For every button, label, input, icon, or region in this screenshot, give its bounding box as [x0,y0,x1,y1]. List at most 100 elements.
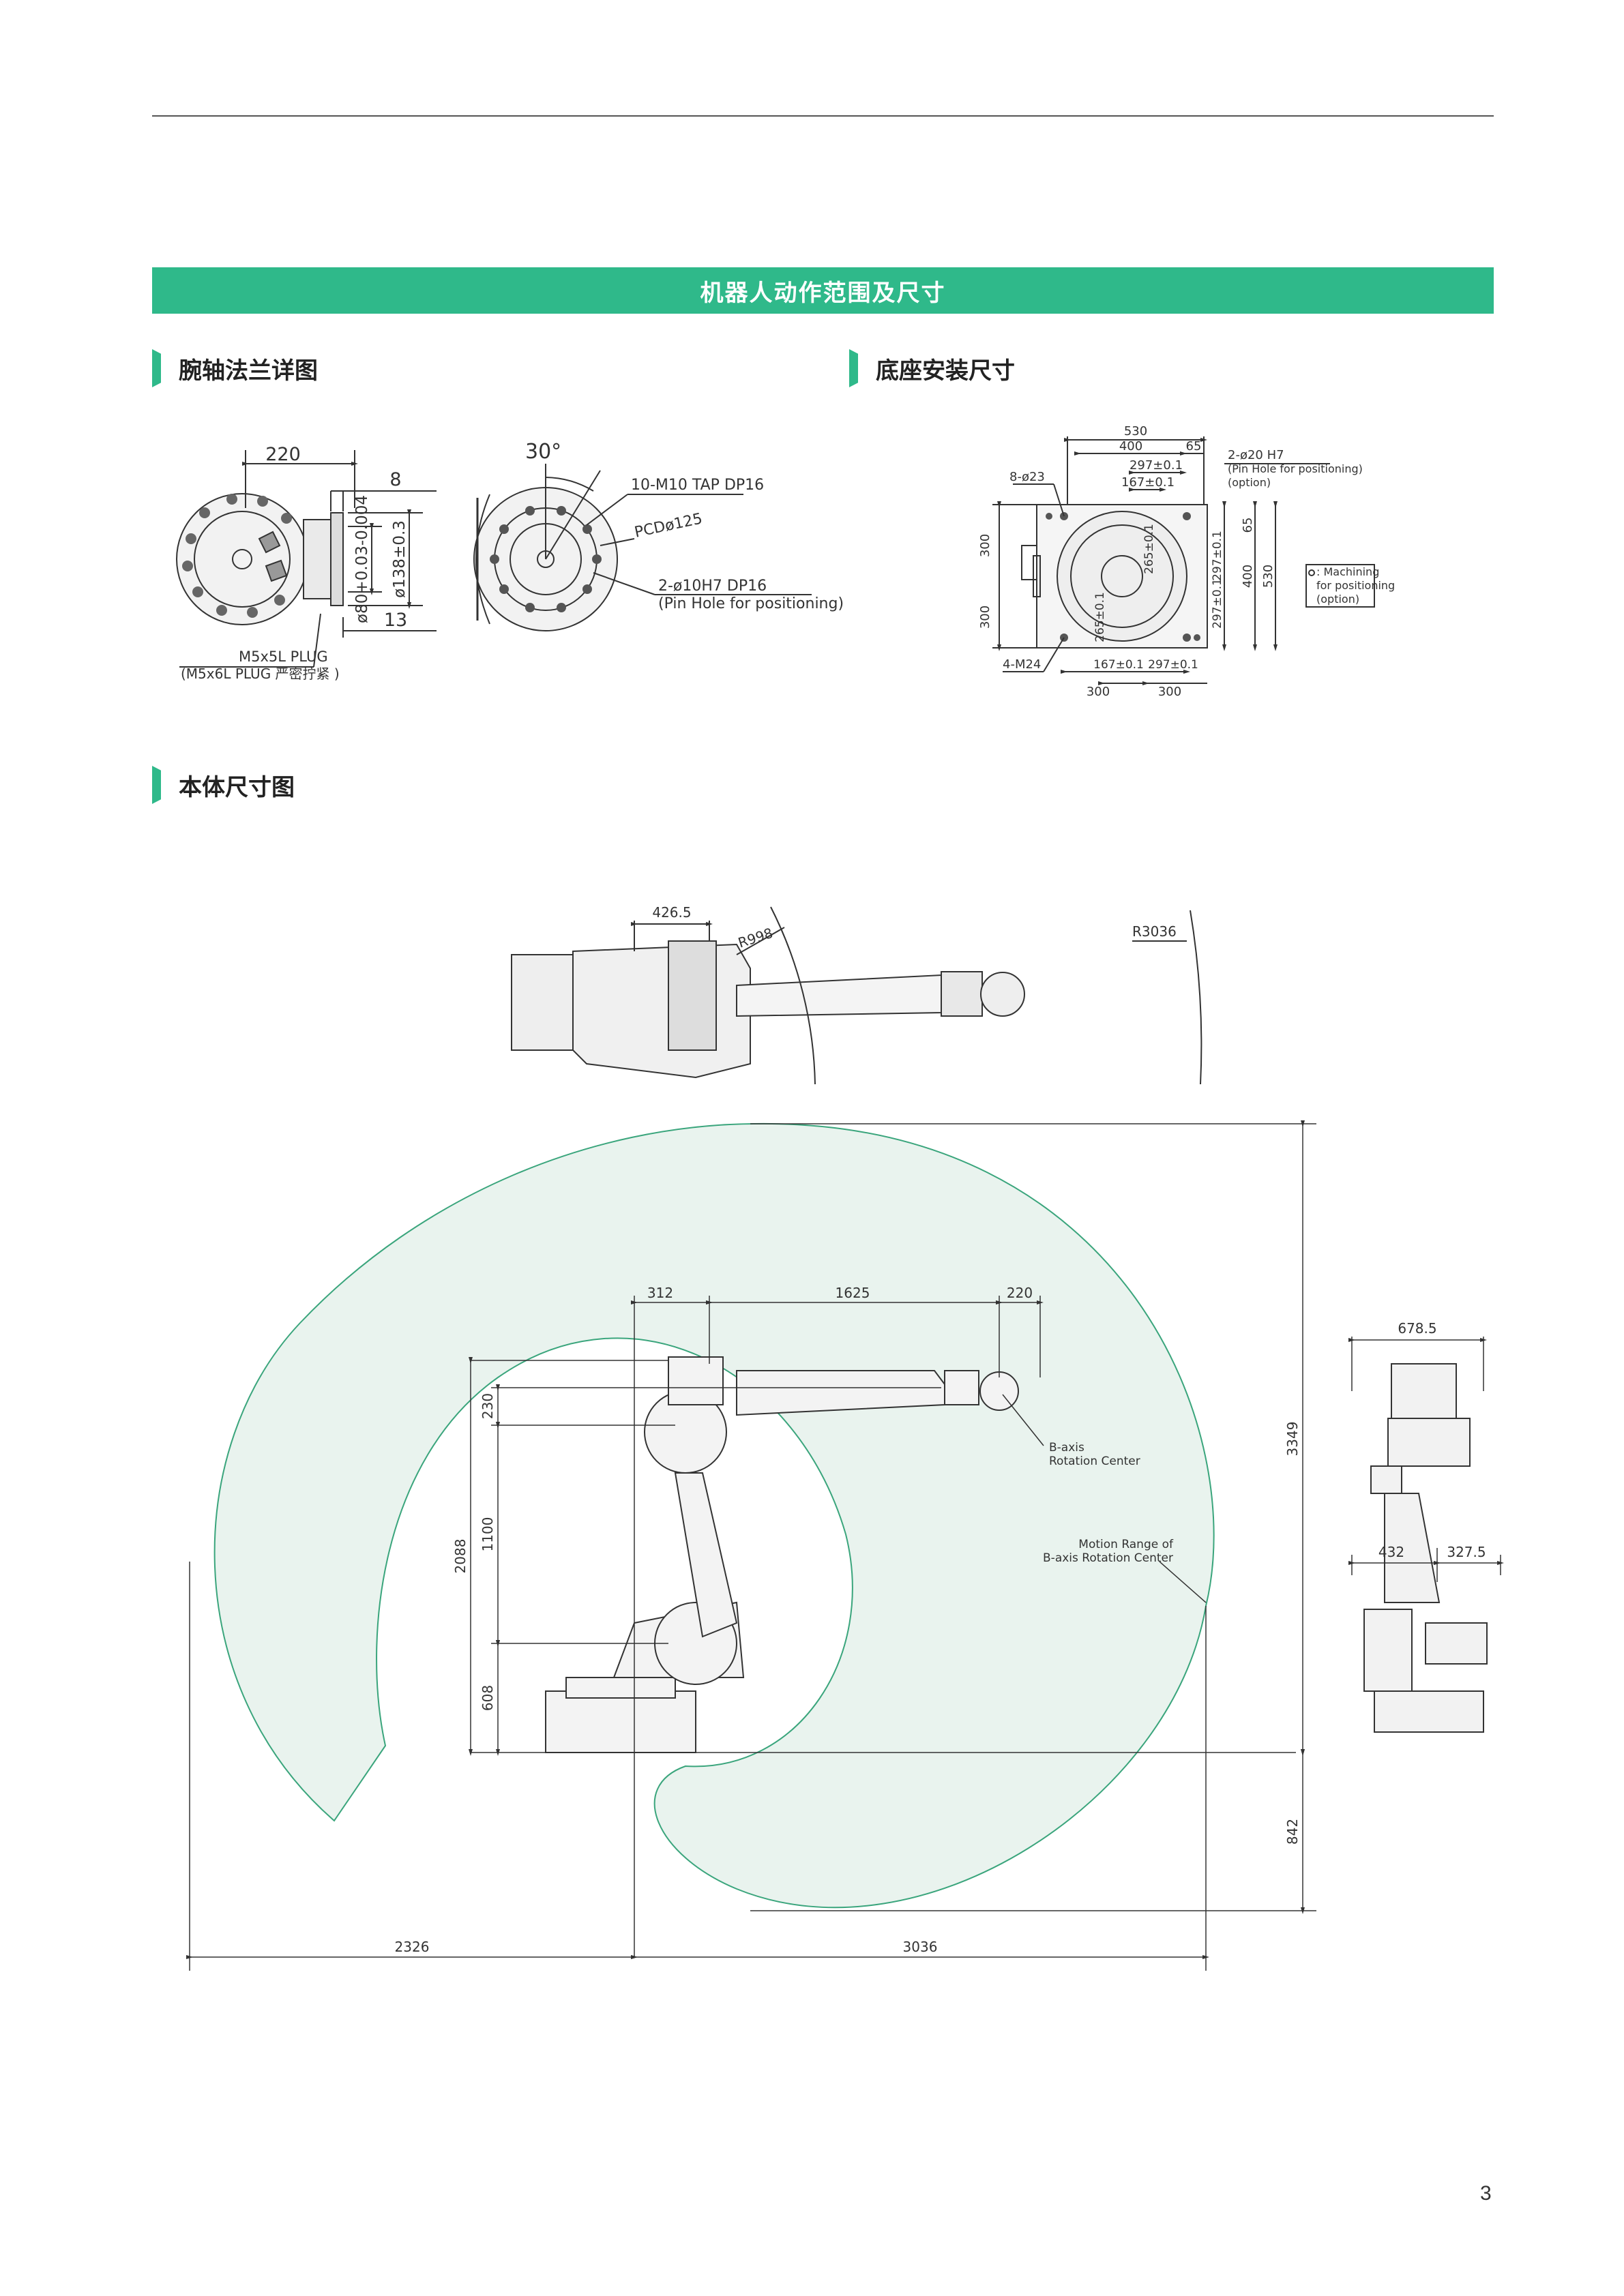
dim-8: 8 [389,469,401,490]
base-pin-label: 2-ø20 H7 [1228,448,1284,462]
dim-608: 608 [479,1685,496,1711]
robot-top-view [511,906,1202,1085]
front-shoulder [1370,1465,1402,1494]
flange-side-view [176,450,437,668]
front-base [1374,1690,1484,1733]
base-plan-view [992,436,1375,685]
page-number: 3 [1480,2182,1492,2205]
robot-front-view [1348,1337,1504,1733]
heading-marker [152,349,161,387]
base-v530: 530 [1261,565,1275,588]
side-robot-arm [545,1356,1019,1753]
motion-range-area [213,1122,1215,1909]
base-v65: 65 [1241,518,1255,533]
machining-label: : Machining [1316,565,1379,578]
top-dim-4265: 426.5 [652,904,691,921]
flange-collar [303,519,331,599]
base-r265-b: 265±0.1 [1093,592,1107,642]
pin-label: 2-ø10H7 DP16 [658,578,767,595]
arc-r3036 [1190,910,1202,1085]
dim-3036: 3036 [903,1939,938,1955]
base-v300-bottom: 300 [978,606,992,629]
front-motor-stack [1387,1418,1471,1467]
motion-range-side-view: 312 1625 220 B-axis Rotation Center Moti… [186,1120,1316,1971]
machining-note-box [1305,564,1375,608]
front-j1-motor [1425,1622,1488,1665]
side-dimension-labels: 312 1625 220 B-axis Rotation Center Moti… [395,1285,1301,1955]
front-arm [1384,1493,1441,1603]
bolt-ring [182,494,292,618]
arc-r998 [770,906,816,1085]
base-b297: 297±0.1 [1148,658,1198,672]
plug-note: (M5x6L PLUG 严密拧紧 ) [181,666,340,682]
side-motor-block [668,1356,724,1405]
top-upper-arm [736,974,942,1017]
dim-13: 13 [384,610,407,631]
heading-marker [152,766,161,804]
flange-plate [330,512,344,606]
base-dim-400: 400 [1119,439,1142,453]
base-b167: 167±0.1 [1093,658,1144,672]
base-v300-top: 300 [978,534,992,557]
dim-312: 312 [647,1285,673,1301]
base-r265-a: 265±0.1 [1142,524,1156,574]
base-b300-a: 300 [1087,685,1110,699]
base-turret [1057,511,1187,642]
dim-2326: 2326 [395,1939,430,1955]
base-v400: 400 [1241,565,1255,588]
tap-holes [490,506,602,612]
base-center [1101,555,1143,597]
pin-note: (Pin Hole for positioning) [658,595,844,612]
robot-front-labels: 678.5 432 327.5 [1378,1320,1486,1560]
heading-marker [849,349,858,387]
dim-1100: 1100 [479,1517,496,1552]
section-heading-flange: 腕轴法兰详图 [152,349,318,387]
motion-range-note: B-axis Rotation Center [1043,1551,1173,1565]
flange-hub [232,549,252,569]
dim-3349: 3349 [1284,1422,1301,1457]
baxis-note: Rotation Center [1049,1455,1140,1468]
dim-842: 842 [1284,1819,1301,1845]
machining-option: (option) [1316,593,1359,606]
base-dim-65: 65 [1186,439,1202,453]
pcd-label: PCDø125 [633,510,704,541]
side-lower-arm [674,1472,738,1638]
base-b300-b: 300 [1158,685,1181,699]
base-turret-inner [1070,524,1174,628]
base-dim-530: 530 [1124,424,1147,438]
dim-230: 230 [479,1393,496,1419]
front-dim-6785: 678.5 [1398,1320,1436,1337]
top-wrist-flange [980,972,1025,1017]
base-pin-note: (Pin Hole for positioning) [1228,462,1363,475]
front-lower-body [1363,1609,1413,1692]
top-robot-body [572,943,751,1079]
plug-label: M5x5L PLUG [239,648,328,665]
heading-text: 腕轴法兰详图 [179,357,318,385]
front-dim-3275: 327.5 [1447,1544,1486,1560]
flange-inner-circle [194,511,291,608]
top-r998: R998 [736,925,775,951]
baxis-label: B-axis [1049,1441,1084,1455]
heading-text: 本体尺寸图 [179,773,295,801]
dim-1625: 1625 [836,1285,870,1301]
side-base-top [565,1677,676,1699]
front-dim-432: 432 [1378,1544,1404,1560]
flange-side-labels: 220 8 13 ø80+0.03-0.004 ø138±0.3 M5x5L P… [181,444,409,682]
base-v297-a: 297±0.1 [1211,531,1224,581]
base-holes-label: 8-ø23 [1009,470,1045,484]
base-v297-b: 297±0.1 [1211,578,1224,629]
dim-220-side: 220 [1007,1285,1033,1301]
flange-front-view [473,464,812,631]
banner-title: 机器人动作范围及尺寸 [700,279,946,307]
dim-phi138: ø138±0.3 [391,520,409,598]
side-wrist [944,1370,979,1405]
motion-range-label: Motion Range of [1078,1538,1174,1551]
base-side-block [1021,545,1037,580]
machining-note: for positioning [1316,579,1395,592]
angle-label: 30° [525,440,561,464]
top-wrist [941,971,983,1017]
top-motor-stack [668,940,717,1051]
heading-text: 底座安装尺寸 [876,357,1015,385]
tap-label: 10-M10 TAP DP16 [631,477,764,494]
